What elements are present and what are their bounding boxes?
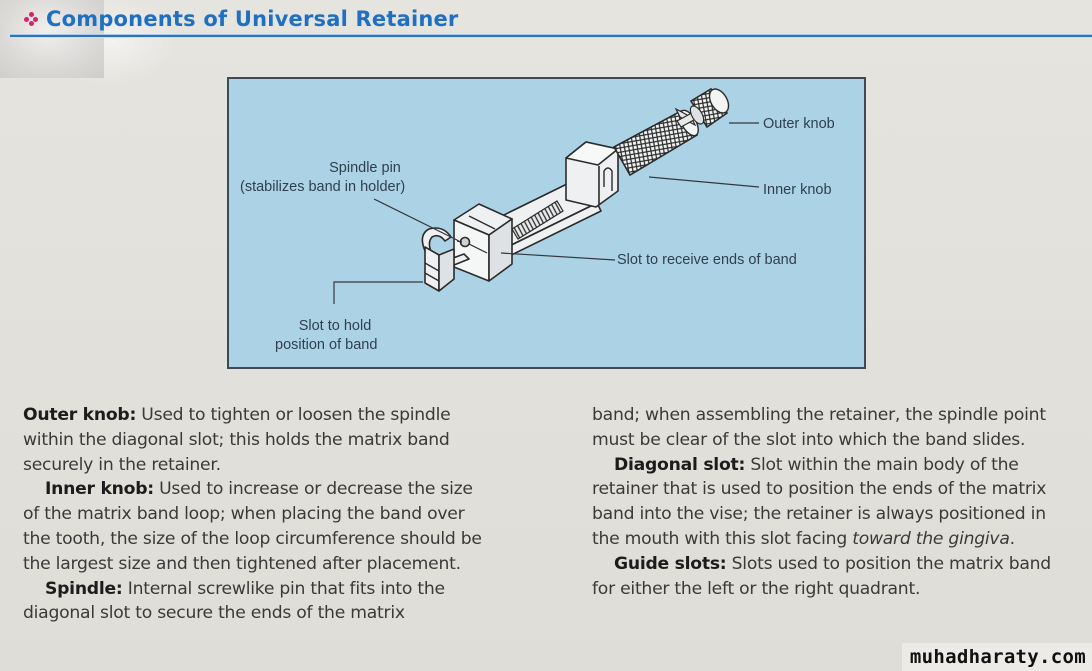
retainer-illustration: [333, 87, 760, 304]
definition-guide-slots: Slots used to position the matrix band f…: [592, 553, 1051, 599]
paragraph-spindle-continued: band; when assembling the retainer, the …: [592, 405, 1046, 450]
band-hook: [421, 227, 470, 292]
paragraph-outer-knob: Outer knob: Used to tighten or loosen th…: [23, 403, 493, 477]
label-spindle-pin-line2: (stabilizes band in holder): [240, 179, 406, 195]
paragraph-inner-knob: Inner knob: Used to increase or decrease…: [23, 477, 493, 576]
term-diagonal-slot: Diagonal slot:: [614, 454, 746, 475]
term-guide-slots: Guide slots:: [614, 553, 727, 574]
leader-slot-receive: [500, 252, 616, 261]
page-header: Components of Universal Retainer: [24, 4, 459, 34]
right-text-column: band; when assembling the retainer, the …: [592, 403, 1072, 601]
spindle-screw: [511, 200, 564, 240]
outer-knob-shape: [689, 87, 730, 129]
label-spindle-pin: Spindle pin: [295, 159, 435, 178]
definition-diagonal-slot-tail: .: [1009, 528, 1015, 549]
label-slot-receive: Slot to receive ends of band: [617, 252, 797, 268]
corner-photo-decoration: [0, 0, 104, 78]
title-divider: [10, 35, 1092, 37]
watermark: muhadharaty.com: [901, 643, 1092, 671]
term-inner-knob: Inner knob:: [45, 479, 154, 500]
term-spindle: Spindle:: [45, 578, 123, 599]
leader-inner-knob: [648, 176, 760, 188]
label-inner-knob: Inner knob: [763, 182, 832, 198]
label-slot-hold-line1: Slot to hold: [298, 318, 372, 334]
left-text-column: Outer knob: Used to tighten or loosen th…: [23, 403, 493, 626]
definition-outer-knob: Used to tighten or loosen the spindle wi…: [23, 405, 451, 475]
page-title: Components of Universal Retainer: [46, 7, 459, 31]
guide-block: [565, 141, 619, 208]
definition-spindle: Internal screwlike pin that fits into th…: [23, 578, 445, 624]
retainer-diagram: Spindle pin (stabilizes band in holder) …: [227, 77, 866, 369]
definition-diagonal-slot: Slot within the main body of the retaine…: [592, 454, 1047, 549]
paragraph-guide-slots: Guide slots: Slots used to position the …: [592, 552, 1072, 602]
leader-slot-hold: [333, 281, 423, 304]
paragraph-spindle: Spindle: Internal screwlike pin that fit…: [23, 577, 493, 627]
diamond-dots-icon: [24, 12, 38, 26]
vise-block: [453, 203, 513, 282]
label-spindle-pin-line1: Spindle pin: [329, 160, 401, 176]
label-slot-hold-line2: position of band: [275, 337, 378, 353]
term-outer-knob: Outer knob:: [23, 405, 137, 425]
leader-spindle-pin: [373, 198, 460, 242]
label-outer-knob: Outer knob: [763, 116, 835, 132]
definition-inner-knob: Used to increase or decrease the size of…: [23, 479, 482, 574]
paragraph-diagonal-slot: Diagonal slot: Slot within the main body…: [592, 453, 1072, 552]
leader-lines: [333, 122, 760, 304]
emphasis-gingiva: toward the gingiva: [852, 528, 1010, 549]
